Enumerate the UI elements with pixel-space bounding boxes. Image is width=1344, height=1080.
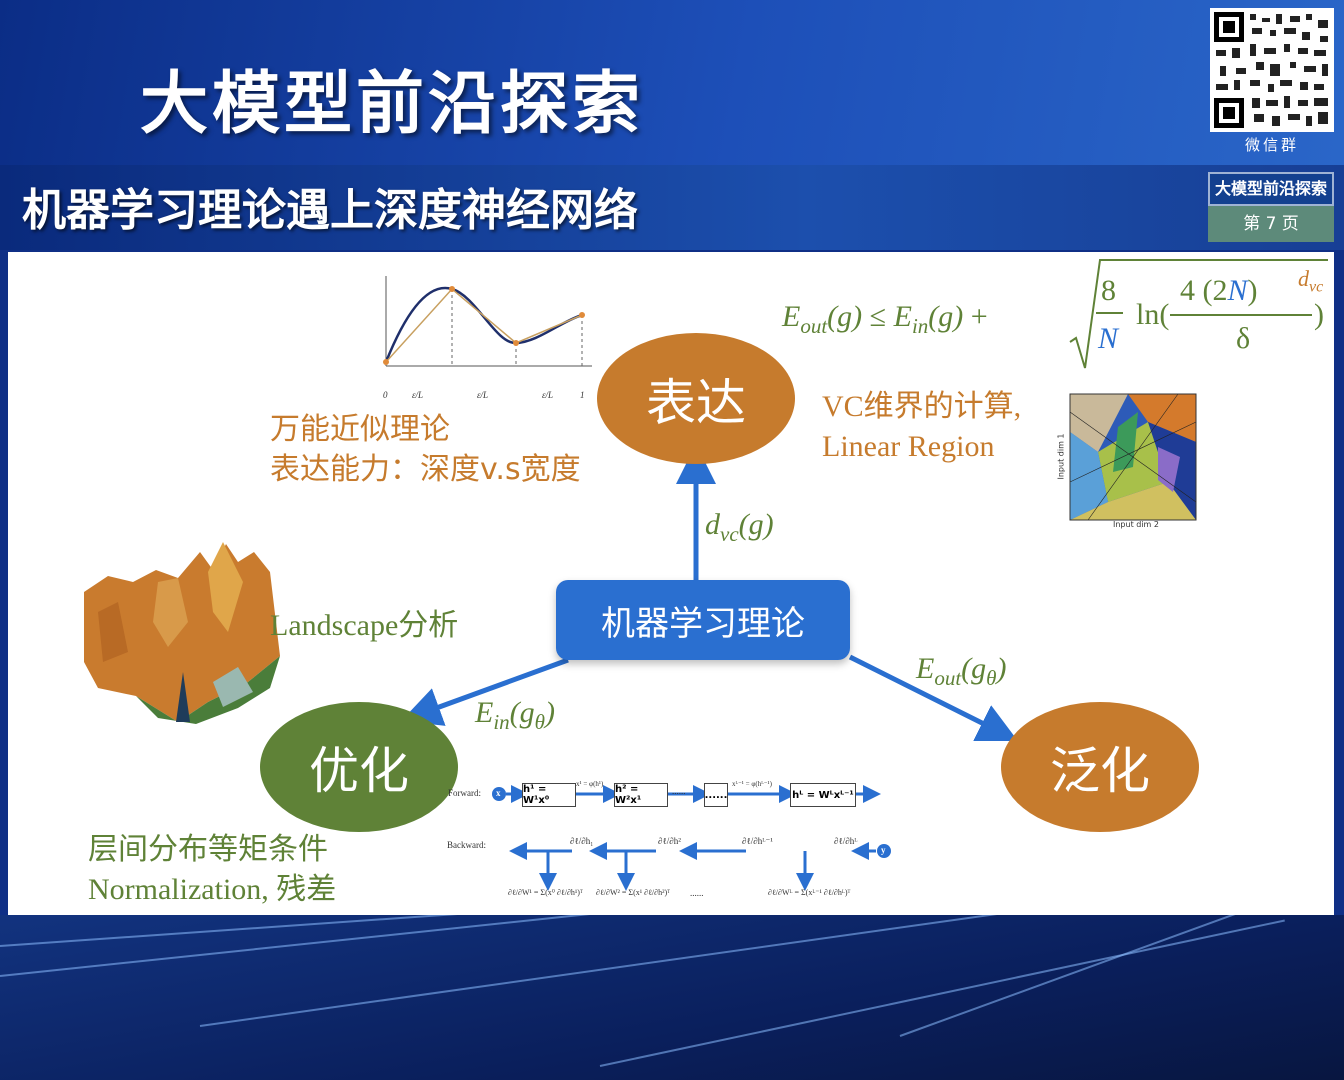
edge-label-eout: Eout(gθ) (916, 652, 1007, 690)
page-number: 第 7 页 (1208, 206, 1334, 242)
optimization-note: 层间分布等矩条件 Normalization, 残差 (88, 830, 336, 910)
vc-note-line1: VC维界的计算, (822, 390, 1022, 423)
grad-hl-1: ∂ℓ/∂hᴸ⁻¹ (742, 836, 773, 846)
expression-note: 万能近似理论 表达能力：深度v.s宽度 (270, 410, 581, 490)
grad-h2: ∂ℓ/∂h² (658, 836, 681, 846)
badge-title: 大模型前沿探索 (1208, 172, 1334, 206)
edge-label-dvc: dvc(g) (705, 508, 774, 546)
qr-code (1210, 8, 1334, 132)
approx-tick-1: ε/L (412, 390, 424, 400)
grad-h1: ∂ℓ/∂h₁ (570, 836, 594, 846)
edge-label-ein: Ein(gθ) (475, 696, 555, 734)
region-xlabel: Input dim 2 (1113, 520, 1159, 529)
output-node-y: y (881, 845, 886, 855)
title-band (0, 165, 1344, 250)
frac2-exponent: dvc (1298, 266, 1324, 296)
forward-x1-label: x¹ = φ(h¹) (576, 780, 604, 788)
frac1-numerator: 8 (1101, 274, 1116, 307)
forward-dots: ...... (672, 786, 686, 796)
node-optimization: 优化 (260, 702, 458, 832)
arrow-to-generalization (848, 654, 1018, 741)
backward-label: Backward: (447, 840, 486, 850)
sqrt-sign (1069, 259, 1328, 369)
expression-note-line1: 万能近似理论 (270, 412, 450, 447)
vc-note-line2: Linear Region (822, 430, 995, 463)
slide-title: 机器学习理论遇上深度神经网络 (22, 185, 638, 236)
grad-w1: ∂ℓ/∂W¹ = Σ(x⁰ ∂ℓ/∂h¹)ᵀ (508, 888, 583, 897)
approx-tick-3: ε/L (542, 390, 554, 400)
frac2-denominator: δ (1236, 322, 1251, 355)
grad-hl: ∂ℓ/∂hᴸ (834, 836, 858, 846)
expression-note-line2: 表达能力：深度v.s宽度 (270, 452, 581, 487)
forward-xl-label: xᴸ⁻¹ = φ(hᴸ⁻¹) (732, 780, 772, 788)
frac1-denominator: N (1098, 322, 1119, 355)
node-ml-theory: 机器学习理论 (556, 580, 850, 660)
backward-dots: ...... (690, 888, 704, 898)
optimization-note-line1: 层间分布等矩条件 (88, 832, 328, 867)
header-background (0, 0, 1344, 165)
forward-h1-box: h¹ = W¹x⁰ (522, 783, 576, 807)
optimization-note-line2: Normalization, 残差 (88, 873, 337, 906)
qr-caption: 微信群 (1244, 136, 1299, 154)
forward-h2-box: h² = W²x¹ (614, 783, 668, 807)
approx-tick-4: 1 (580, 390, 585, 400)
frac2-numerator: 4 (2N) (1180, 274, 1258, 307)
vc-note: VC维界的计算, Linear Region (822, 387, 1021, 467)
formula-close-paren: ) (1314, 298, 1324, 331)
connector-arrows (401, 444, 1018, 741)
footer-background (0, 915, 1344, 1080)
page-badge: 大模型前沿探索 第 7 页 (1208, 172, 1334, 242)
forward-hl-box: hᴸ = Wᴸxᴸ⁻¹ (790, 783, 856, 807)
node-expression: 表达 (597, 333, 795, 464)
content-panel: 表达 优化 泛化 机器学习理论 dvc(g) Ein(gθ) Eout(gθ) … (8, 252, 1334, 915)
forward-dots-box: ...... (704, 783, 728, 807)
landscape-note: Landscape分析 (270, 609, 459, 642)
grad-w2: ∂ℓ/∂W² = Σ(x¹ ∂ℓ/∂h²)ᵀ (596, 888, 671, 897)
approx-tick-2: ε/L (477, 390, 489, 400)
node-generalization: 泛化 (1001, 702, 1199, 832)
arrow-to-optimization (401, 657, 569, 726)
forward-label: Forward: (448, 788, 481, 798)
input-node-x: x (496, 788, 501, 798)
grad-wl: ∂ℓ/∂Wᴸ = Σ(xᴸ⁻¹ ∂ℓ/∂hᴸ)ᵀ (768, 888, 851, 897)
ln-label: ln( (1136, 298, 1170, 331)
approx-tick-0: 0 (383, 390, 388, 400)
event-title: 大模型前沿探索 (140, 65, 645, 144)
